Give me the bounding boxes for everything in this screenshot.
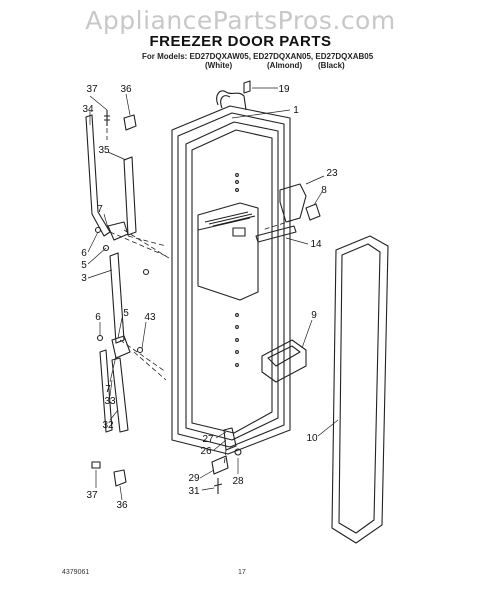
part-drip-tray-9 (261, 339, 307, 383)
part-hinge-bracket-upper (107, 221, 129, 241)
callout-5-lower: 5 (123, 308, 129, 319)
callout-28: 28 (232, 476, 244, 487)
callout-5-upper: 5 (81, 260, 87, 271)
callout-9: 9 (311, 310, 317, 321)
callout-33: 33 (104, 396, 116, 407)
part-36-lower (113, 469, 127, 487)
callout-34: 34 (82, 104, 94, 115)
callout-14: 14 (310, 239, 322, 250)
page-title: FREEZER DOOR PARTS (149, 33, 332, 50)
part-hinge-cover-35 (123, 156, 137, 236)
part-hinge-bracket-lower (111, 335, 131, 359)
callout-7-upper: 7 (97, 204, 103, 215)
model-color-almond: (Almond) (267, 61, 303, 70)
part-screw-5-upper (102, 244, 110, 252)
part-31 (213, 478, 223, 494)
callout-23: 23 (326, 168, 338, 179)
part-8 (305, 203, 321, 221)
callout-19: 19 (278, 84, 290, 95)
part-screw-43-lower (136, 346, 144, 354)
callout-10: 10 (306, 433, 318, 444)
callout-37-lower: 37 (86, 490, 98, 501)
callout-6-lower: 6 (95, 312, 101, 323)
part-screw-6-lower (96, 334, 104, 342)
part-28 (234, 448, 242, 456)
part-lower-hinge (223, 427, 237, 451)
callout-7-lower: 7 (105, 384, 111, 395)
part-rail-14 (255, 225, 297, 243)
part-lower-handle (99, 349, 129, 433)
callout-29: 29 (188, 473, 200, 484)
callout-32: 32 (102, 420, 114, 431)
model-color-white: (White) (205, 61, 233, 70)
part-door-gasket (331, 235, 389, 544)
callout-3: 3 (81, 273, 87, 284)
callout-35: 35 (98, 145, 110, 156)
part-screw-37-upper (104, 110, 110, 126)
models-line: For Models: ED27DQXAW05, ED27DQXAN05, ED… (142, 52, 374, 61)
part-19 (243, 80, 251, 94)
callout-36-upper: 36 (120, 84, 132, 95)
model-color-black: (Black) (318, 61, 345, 70)
footer-page-number: 17 (238, 569, 246, 576)
part-hinge-bar-34 (85, 114, 111, 237)
part-screw-43-upper (142, 268, 150, 276)
part-handle-3 (109, 252, 125, 344)
part-screw-6-upper (94, 226, 102, 234)
callout-43: 43 (144, 312, 156, 323)
watermark: AppliancePartsPros.com (85, 6, 396, 35)
callout-37-upper: 37 (86, 84, 98, 95)
callout-27: 27 (202, 434, 214, 445)
part-36-upper (123, 114, 137, 131)
callout-36-lower: 36 (116, 500, 128, 511)
callout-8: 8 (321, 185, 327, 196)
footer-part-number: 4379061 (62, 569, 90, 576)
callout-1: 1 (293, 105, 299, 116)
callout-6-upper: 6 (81, 248, 87, 259)
part-screw-37-lower (91, 461, 101, 469)
callout-31: 31 (188, 486, 200, 497)
part-29 (211, 455, 229, 475)
part-door-panel (171, 90, 291, 455)
callout-26: 26 (200, 446, 212, 457)
